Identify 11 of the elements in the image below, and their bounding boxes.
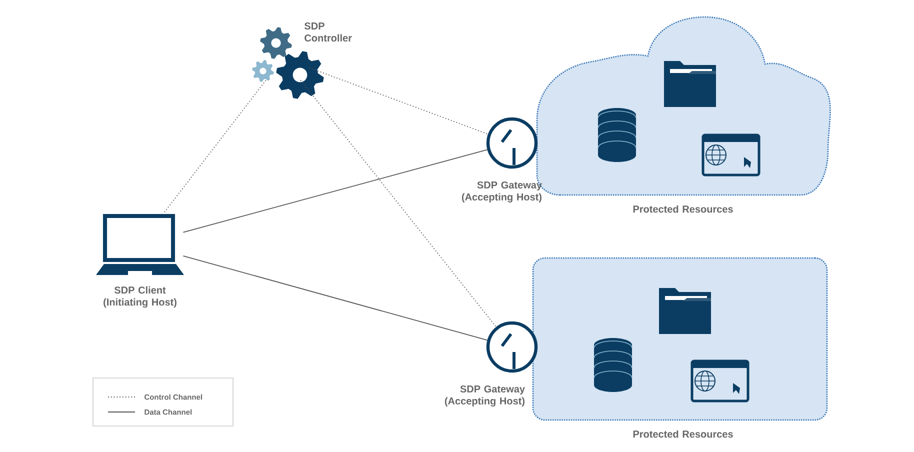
connector-line	[309, 67, 488, 135]
connector-line	[182, 255, 488, 341]
node-label: SDP Controller	[304, 22, 352, 42]
connector-line	[300, 80, 497, 328]
node-label: SDP Client (Initiating Host)	[104, 286, 176, 308]
resource-label: Protected Resources	[633, 205, 733, 213]
node-label: SDP Gateway (Accepting Host)	[462, 181, 542, 203]
node-label: SDP Gateway (Accepting Host)	[444, 385, 525, 407]
connector-line	[182, 149, 488, 233]
connector-line	[164, 80, 266, 214]
resource-label: Protected Resources	[633, 430, 733, 438]
